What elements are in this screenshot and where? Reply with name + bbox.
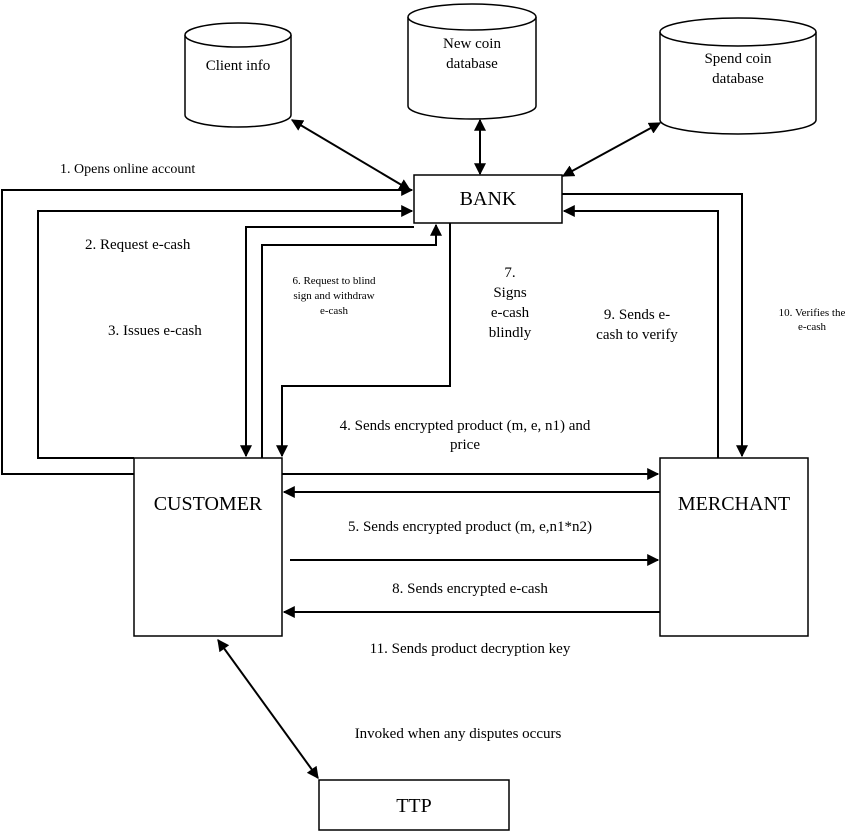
step2-label: 2. Request e-cash (85, 237, 191, 253)
step3-label: 3. Issues e-cash (108, 323, 202, 339)
dispute-note: Invoked when any disputes occurs (355, 726, 562, 742)
step4-label-line2: price (450, 437, 480, 453)
client-info-label: Client info (206, 58, 271, 74)
merchant-node: MERCHANT (659, 457, 809, 637)
new-coin-label-line1: New coin (443, 36, 501, 52)
bank-label: BANK (460, 188, 517, 210)
step7-label-line1: 7. (504, 265, 515, 281)
spend-coin-label-line1: Spend coin (704, 51, 772, 67)
step6-label-line3: e-cash (320, 305, 349, 317)
spend-coin-label-line2: database (712, 71, 764, 87)
arrow-step10-verifies (562, 193, 748, 458)
arrow-step2-request-ecash (37, 205, 414, 459)
customer-label: CUSTOMER (154, 493, 263, 515)
spend-coin-database: Spend coin database (659, 17, 817, 135)
bank-node: BANK (413, 174, 563, 224)
ttp-node: TTP (318, 779, 510, 831)
arrow-step3-issues-ecash (240, 226, 414, 458)
arrow-step7-signs-blindly (276, 223, 451, 458)
step9-label-line2: cash to verify (596, 327, 678, 343)
step4-label-line1: 4. Sends encrypted product (m, e, n1) an… (340, 418, 591, 434)
new-coin-database: New coin database (407, 3, 537, 120)
step9-label-line1: 9. Sends e- (604, 307, 670, 323)
step7-label-line2: Signs (493, 285, 527, 301)
arrow-step6-request-blind-sign (261, 223, 442, 458)
step7-label-line3: e-cash (491, 305, 530, 321)
step7-label-line4: blindly (489, 325, 532, 341)
client-info-database: Client info (184, 22, 292, 128)
arrow-step1-open-account (1, 184, 414, 475)
arrow-customer-ttp (217, 639, 319, 779)
step10-label-line1: 10. Verifies the (779, 307, 846, 319)
arrow-clientinfo-bank (290, 119, 412, 191)
arrow-step9-send-ecash-verify (562, 205, 719, 458)
step5-label: 5. Sends encrypted product (m, e,n1*n2) (348, 519, 592, 535)
step1-label: 1. Opens online account (60, 162, 195, 177)
step11-label: 11. Sends product decryption key (370, 641, 571, 657)
customer-node: CUSTOMER (133, 457, 283, 637)
step6-label-line2: sign and withdraw (293, 290, 374, 302)
ttp-label: TTP (396, 795, 432, 817)
merchant-label: MERCHANT (678, 493, 790, 515)
step6-label-line1: 6. Request to blind (292, 275, 376, 287)
new-coin-label-line2: database (446, 56, 498, 72)
step8-label: 8. Sends encrypted e-cash (392, 581, 548, 597)
arrow-spendcoin-bank (561, 122, 662, 177)
step10-label-line2: e-cash (798, 321, 827, 333)
